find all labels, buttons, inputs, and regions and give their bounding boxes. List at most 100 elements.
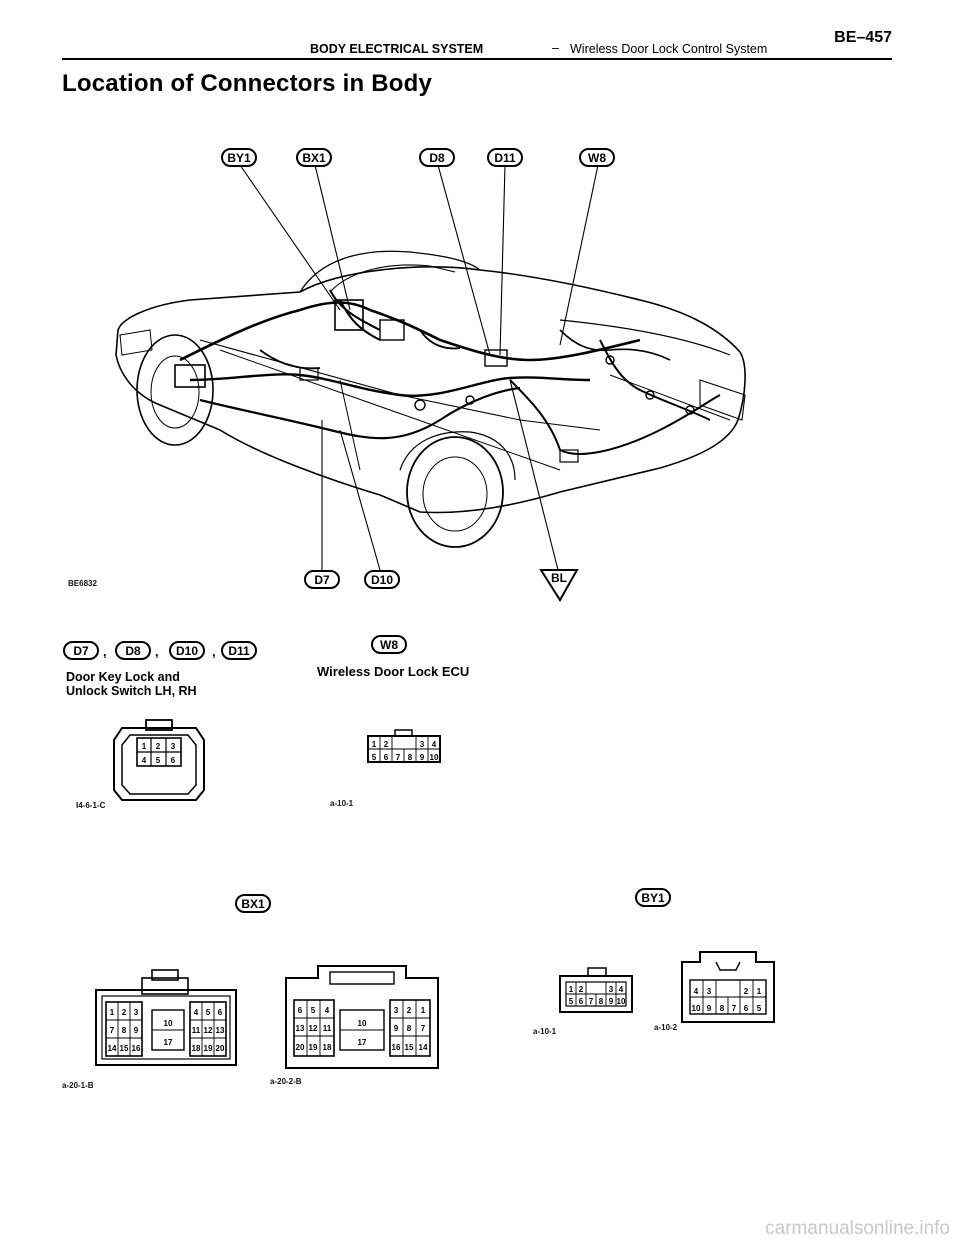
section-door-key-switch: D7 , D8 , D10 , D11 Door Key Lock and Un… <box>63 641 257 810</box>
pin: 7 <box>589 997 594 1006</box>
tag-s1-d11: D11 <box>221 641 257 660</box>
tag-s1-d8: D8 <box>115 641 151 660</box>
s4-tag-label: BY1 <box>641 891 665 905</box>
pin: 2 <box>407 1006 412 1015</box>
pin: 16 <box>392 1043 401 1052</box>
pin: 4 <box>432 740 437 749</box>
pin: 1 <box>569 985 574 994</box>
tag-bx1: BX1 <box>296 148 332 167</box>
pin: 12 <box>309 1024 318 1033</box>
pin: 5 <box>569 997 574 1006</box>
tag-bl-label: BL <box>551 571 567 585</box>
pin: 12 <box>204 1026 213 1035</box>
pin: 6 <box>298 1006 303 1015</box>
figure-code: BE6832 <box>68 579 97 588</box>
pin: 5 <box>311 1006 316 1015</box>
pin: 20 <box>296 1043 305 1052</box>
pin: 9 <box>420 753 425 762</box>
tag-bl: BL <box>539 569 579 602</box>
svg-text:,: , <box>212 644 216 659</box>
tag-s4-by1: BY1 <box>635 888 671 907</box>
connector-20pin-right <box>285 965 439 1069</box>
pin: 9 <box>609 997 614 1006</box>
connector-10pin-by1-right <box>681 951 775 1023</box>
pin: 11 <box>192 1026 201 1035</box>
pin: 2 <box>156 742 161 751</box>
pin: 18 <box>323 1043 332 1052</box>
s1-desc-line2: Unlock Switch LH, RH <box>66 684 197 698</box>
s2-tag-label: W8 <box>380 638 398 652</box>
pin: 3 <box>609 985 614 994</box>
pin: 6 <box>744 1004 749 1013</box>
pin: 1 <box>372 740 377 749</box>
pin: 13 <box>296 1024 305 1033</box>
pin: 10 <box>692 1004 701 1013</box>
pin: 5 <box>372 753 377 762</box>
connector-6pin <box>113 719 205 801</box>
pin: 5 <box>757 1004 762 1013</box>
pin: 3 <box>134 1008 139 1017</box>
s2-desc: Wireless Door Lock ECU <box>317 664 469 679</box>
pin: 19 <box>309 1043 318 1052</box>
pin: 1 <box>110 1008 115 1017</box>
pin: 4 <box>619 985 624 994</box>
pin: 6 <box>384 753 389 762</box>
connector-20pin-left <box>95 969 237 1066</box>
s2-code: a-10-1 <box>330 799 354 808</box>
pin: 6 <box>579 997 584 1006</box>
pin: 8 <box>720 1004 725 1013</box>
pin: 18 <box>192 1044 201 1053</box>
pin: 9 <box>394 1024 399 1033</box>
tag-s3-bx1: BX1 <box>235 894 271 913</box>
s1-desc-line1: Door Key Lock and <box>66 670 180 684</box>
pin: 7 <box>421 1024 426 1033</box>
header-system: BODY ELECTRICAL SYSTEM <box>310 42 484 56</box>
s4-right-code: a-10-2 <box>654 1023 678 1032</box>
s1-tag-label: D11 <box>228 644 250 658</box>
pin: 1 <box>142 742 147 751</box>
pin: 15 <box>405 1043 414 1052</box>
pin: 10 <box>430 753 439 762</box>
connector-10pin-w8 <box>367 729 441 763</box>
page-header: BODY ELECTRICAL SYSTEM – Wireless Door L… <box>62 26 892 60</box>
pin: 2 <box>744 987 749 996</box>
tag-d8: D8 <box>419 148 455 167</box>
watermark-footer: carmanualsonline.info <box>765 1218 950 1239</box>
tag-w8: W8 <box>579 148 615 167</box>
tag-s1-d10: D10 <box>169 641 205 660</box>
svg-text:,: , <box>155 644 159 659</box>
pin: 8 <box>599 997 604 1006</box>
pin: 8 <box>407 1024 412 1033</box>
s1-tag-label: D7 <box>73 644 89 658</box>
pin: 17 <box>358 1038 367 1047</box>
tag-w8-label: W8 <box>588 151 606 165</box>
pin: 7 <box>110 1026 115 1035</box>
pin: 3 <box>171 742 176 751</box>
pin: 10 <box>358 1019 367 1028</box>
pin: 1 <box>421 1006 426 1015</box>
tag-by1-label: BY1 <box>227 151 251 165</box>
pin: 6 <box>171 756 176 765</box>
page-title: Location of Connectors in Body <box>62 70 432 97</box>
pin: 17 <box>164 1038 173 1047</box>
pin: 5 <box>156 756 161 765</box>
tag-s2-w8: W8 <box>371 635 407 654</box>
pin: 8 <box>122 1026 127 1035</box>
tag-d10: D10 <box>364 570 400 589</box>
tag-d7-label: D7 <box>314 573 330 587</box>
s3-tag-label: BX1 <box>241 897 265 911</box>
tag-d10-label: D10 <box>371 573 393 587</box>
svg-text:,: , <box>103 644 107 659</box>
pin: 20 <box>216 1044 225 1053</box>
pin: 4 <box>694 987 699 996</box>
pin: 9 <box>134 1026 139 1035</box>
tag-d11: D11 <box>487 148 523 167</box>
pin: 2 <box>579 985 584 994</box>
pin: 3 <box>707 987 712 996</box>
pin: 4 <box>142 756 147 765</box>
tag-by1: BY1 <box>221 148 257 167</box>
pin: 14 <box>419 1043 428 1052</box>
tag-s1-d7: D7 <box>63 641 99 660</box>
